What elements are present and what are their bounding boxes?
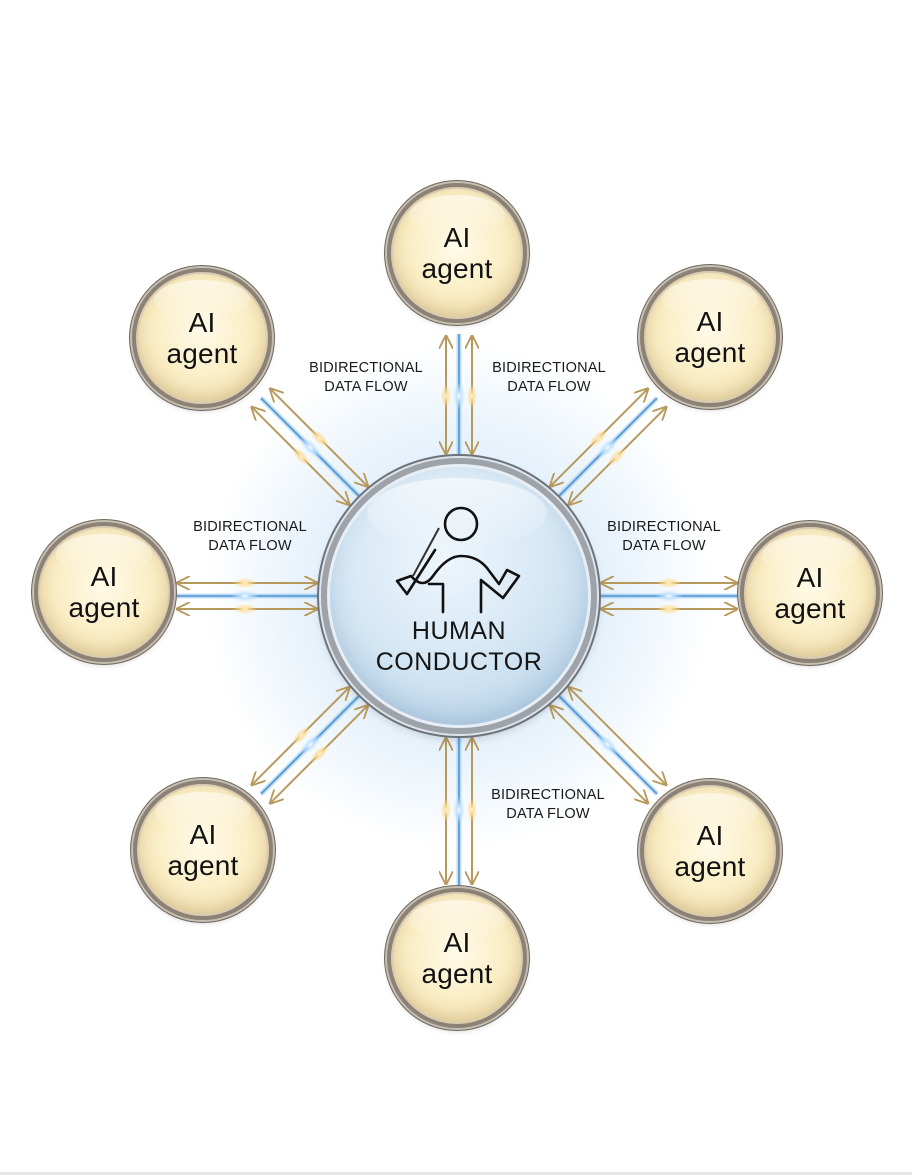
agent-label-line1: AI <box>443 222 471 253</box>
link-bottom-right <box>549 686 666 803</box>
agent-label-line1: AI <box>188 307 216 338</box>
flow-label-line1: BIDIRECTIONAL <box>193 519 307 535</box>
flow-label-upper-right: BIDIRECTIONAL DATA FLOW <box>479 359 619 397</box>
flow-label-left: BIDIRECTIONAL DATA FLOW <box>180 518 320 556</box>
flow-label-upper-left: BIDIRECTIONAL DATA FLOW <box>296 359 436 397</box>
ai-agent-right[interactable]: AI agent <box>740 523 880 663</box>
flow-label-line1: BIDIRECTIONAL <box>491 787 605 803</box>
flow-label-line2: DATA FLOW <box>208 538 292 554</box>
link-right <box>599 578 741 614</box>
ai-agent-bottom-right[interactable]: AI agent <box>640 781 780 921</box>
agent-label-line1: AI <box>796 562 824 593</box>
agent-label-line1: AI <box>189 819 217 850</box>
agent-label-line2: agent <box>166 338 238 369</box>
agent-label-line1: AI <box>696 820 724 851</box>
flow-label-line2: DATA FLOW <box>622 538 706 554</box>
link-top <box>441 334 477 456</box>
agent-label-line2: agent <box>421 253 493 284</box>
link-bottom <box>441 736 477 888</box>
conductor-title-line1: HUMAN <box>411 617 507 645</box>
ai-agent-bottom[interactable]: AI agent <box>387 888 527 1028</box>
conductor-title-line2: CONDUCTOR <box>375 648 543 676</box>
flow-label-line2: DATA FLOW <box>506 806 590 822</box>
agent-label-line1: AI <box>696 306 724 337</box>
flow-label-line2: DATA FLOW <box>324 379 408 395</box>
agent-label-line2: agent <box>674 851 746 882</box>
flow-label-right: BIDIRECTIONAL DATA FLOW <box>594 518 734 556</box>
ai-agent-bottom-left[interactable]: AI agent <box>133 780 273 920</box>
agent-label-line1: AI <box>90 561 118 592</box>
human-conductor-node[interactable]: HUMAN CONDUCTOR <box>321 458 597 734</box>
flow-label-line1: BIDIRECTIONAL <box>492 360 606 376</box>
link-top-left <box>248 385 372 509</box>
agent-label-line2: agent <box>167 850 239 881</box>
ai-agent-top-right[interactable]: AI agent <box>640 267 780 407</box>
conductor-figure-icon <box>395 506 521 614</box>
link-left <box>173 578 319 614</box>
flow-label-line1: BIDIRECTIONAL <box>309 360 423 376</box>
flow-label-lower-center: BIDIRECTIONAL DATA FLOW <box>478 786 618 824</box>
agent-label-line2: agent <box>68 592 140 623</box>
link-bottom-left <box>248 682 372 806</box>
ai-agent-top-left[interactable]: AI agent <box>132 268 272 408</box>
agent-label-line2: agent <box>674 337 746 368</box>
bottom-divider <box>0 1172 912 1175</box>
agent-label-line1: AI <box>443 927 471 958</box>
link-top-right <box>545 385 669 509</box>
flow-label-line2: DATA FLOW <box>507 379 591 395</box>
agent-label-line2: agent <box>774 593 846 624</box>
ai-agent-left[interactable]: AI agent <box>34 522 174 662</box>
agent-label-line2: agent <box>421 958 493 989</box>
flow-label-line1: BIDIRECTIONAL <box>607 519 721 535</box>
ai-agent-top[interactable]: AI agent <box>387 183 527 323</box>
